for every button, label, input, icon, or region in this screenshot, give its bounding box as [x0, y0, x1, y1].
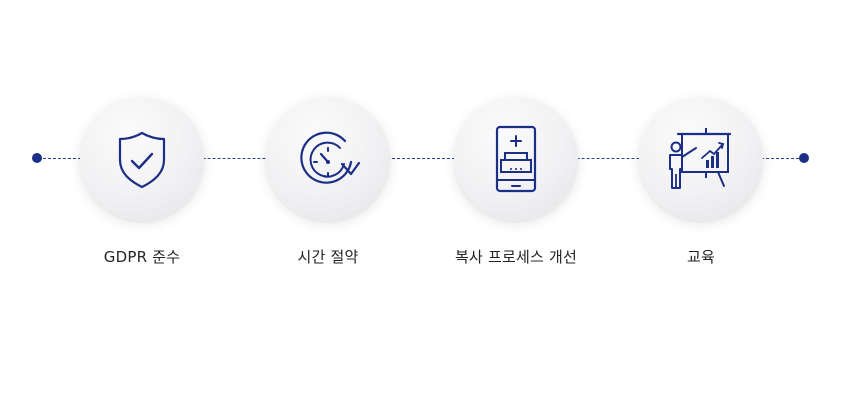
- step-gdpr-circle: [80, 97, 204, 221]
- step-copy-process-label: 복사 프로세스 개선: [455, 248, 577, 266]
- clock-refresh-icon: [300, 131, 361, 184]
- timeline-start-dot: [32, 153, 42, 163]
- step-education: [639, 97, 763, 221]
- step-gdpr-label: GDPR 준수: [103, 248, 181, 266]
- step-time-saving: [266, 97, 390, 221]
- step-copy-process: [454, 97, 578, 221]
- presentation-board-icon: [669, 128, 732, 189]
- step-time-saving-circle: [266, 97, 390, 221]
- step-copy-process-circle: [454, 97, 578, 221]
- timeline-dashed-line: [38, 158, 804, 159]
- step-time-saving-label: 시간 절약: [297, 248, 359, 266]
- step-gdpr: [80, 97, 204, 221]
- timeline-end-dot: [799, 153, 809, 163]
- step-education-label: 교육: [686, 248, 715, 266]
- step-education-circle: [639, 97, 763, 221]
- phone-printer-icon: [495, 125, 537, 193]
- shield-check-icon: [118, 131, 166, 189]
